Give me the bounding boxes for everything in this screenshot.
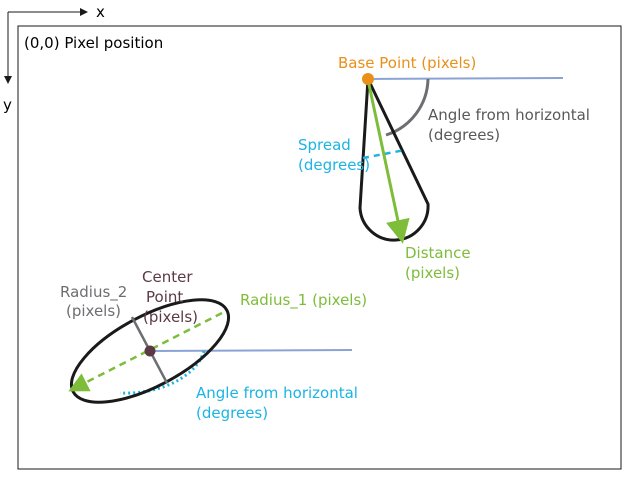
radius2-label-line2: (pixels) — [66, 302, 121, 320]
radius2-label-line1: Radius_2 — [60, 283, 127, 302]
center-label-line2: Point — [146, 288, 183, 306]
axes: x y — [3, 3, 105, 114]
center-label-line1: Center — [142, 268, 193, 286]
x-axis-label: x — [96, 3, 105, 21]
spread-indicator — [362, 148, 406, 160]
radius1-label: Radius_1 (pixels) — [240, 291, 367, 310]
wedge-angle-label-line1: Angle from horizontal — [428, 106, 590, 124]
center-label-line3: (pixels) — [143, 308, 198, 326]
base-point-dot — [362, 73, 374, 85]
y-axis-label: y — [3, 96, 12, 114]
ellipse-horizontal-line — [149, 349, 353, 352]
wedge-shape — [358, 73, 564, 244]
ellipse-angle-label-line1: Angle from horizontal — [196, 384, 358, 402]
center-point-dot — [144, 345, 156, 357]
spread-label-line1: Spread — [298, 136, 351, 154]
origin-label: (0,0) Pixel position — [24, 34, 163, 52]
wedge-outline — [358, 77, 430, 242]
ellipse-angle-arc — [119, 350, 206, 395]
ellipse-shape — [68, 298, 353, 404]
wedge-angle-label-line2: (degrees) — [428, 126, 500, 144]
radius1-axis — [68, 311, 223, 392]
distance-label-line2: (pixels) — [405, 264, 460, 282]
distance-label-line1: Distance — [405, 244, 471, 262]
ellipse-angle-label-line2: (degrees) — [196, 404, 268, 422]
spread-label-line2: (degrees) — [298, 156, 370, 174]
distance-arrow — [366, 79, 410, 244]
base-point-label: Base Point (pixels) — [338, 54, 476, 72]
image-frame — [17, 25, 622, 470]
wedge-horizontal-line — [367, 77, 564, 80]
